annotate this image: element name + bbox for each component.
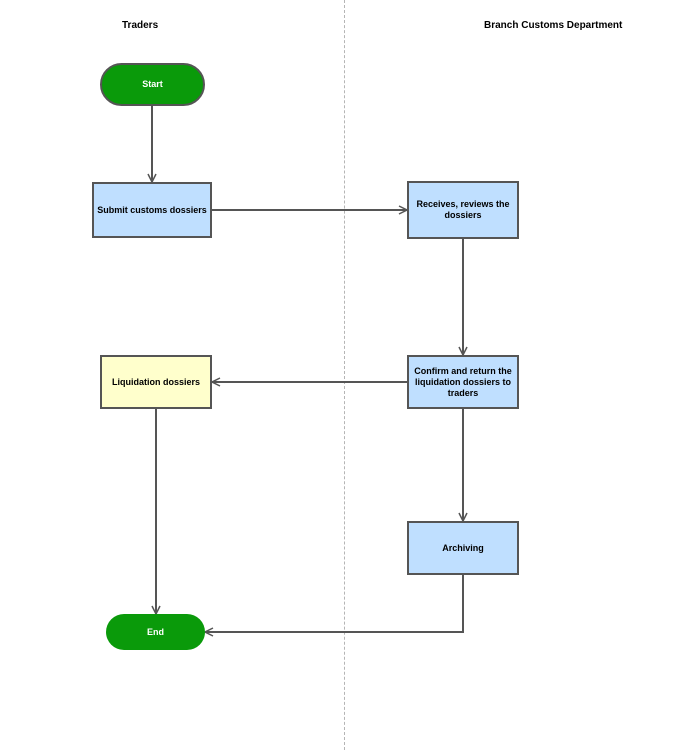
receive-review-node: Receives, reviews the dossiers — [407, 181, 519, 239]
archiving-label: Archiving — [442, 542, 484, 553]
liquidation-dossiers-label: Liquidation dossiers — [111, 376, 200, 387]
start-node: Start — [100, 63, 205, 106]
receive-review-label: Receives, reviews the dossiers — [416, 199, 510, 220]
liquidation-dossiers-node: Liquidation dossiers — [100, 355, 212, 409]
submit-dossiers-node: Submit customs dossiers — [92, 182, 212, 238]
lane-title-traders: Traders — [122, 20, 159, 31]
lane-title-branch-customs: Branch Customs Department — [484, 20, 623, 31]
swimlane-divider — [344, 0, 345, 750]
archiving-node: Archiving — [407, 521, 519, 575]
confirm-return-node: Confirm and return the liquidation dossi… — [407, 355, 519, 409]
end-node-label: End — [147, 626, 164, 637]
start-node-label: Start — [142, 79, 163, 89]
edge-archiving-to-end — [205, 575, 464, 632]
submit-dossiers-label: Submit customs dossiers — [97, 204, 207, 215]
confirm-return-label: Confirm and return the liquidation dossi… — [414, 365, 512, 398]
end-node: End — [106, 614, 205, 650]
